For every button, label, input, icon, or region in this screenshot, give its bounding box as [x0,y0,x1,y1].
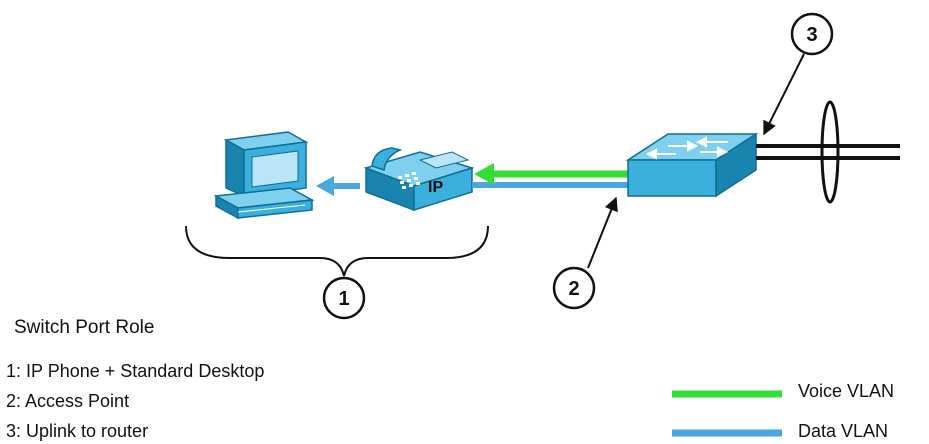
ip-phone-icon: IP [363,147,475,212]
callout-2-label: 2 [568,278,579,300]
callout-1-label: 1 [338,288,349,310]
desktop-computer-icon [213,131,315,220]
role-item-3: 3: Uplink to router [6,421,149,441]
callout-3-pointer [763,53,805,136]
callout-3-label: 3 [806,24,817,46]
callout-3-circle [790,12,834,56]
callout-2-circle [552,266,596,310]
callout-2-pointer [587,196,618,269]
legend-voice-label: Voice VLAN [798,381,895,401]
legend-data-label: Data VLAN [798,421,889,441]
role-item-2: 2: Access Point [6,391,130,411]
data-arrow-to-desktop [316,176,334,196]
etherchannel-loop [820,100,840,204]
roles-title: Switch Port Role [14,317,155,338]
voice-arrow-to-phone [474,163,494,185]
switch-icon [625,132,759,198]
group-brace [185,225,489,277]
callout-1-circle [322,276,366,320]
phone-ip-label: IP [428,179,443,196]
role-item-1: 1: IP Phone + Standard Desktop [6,361,265,381]
